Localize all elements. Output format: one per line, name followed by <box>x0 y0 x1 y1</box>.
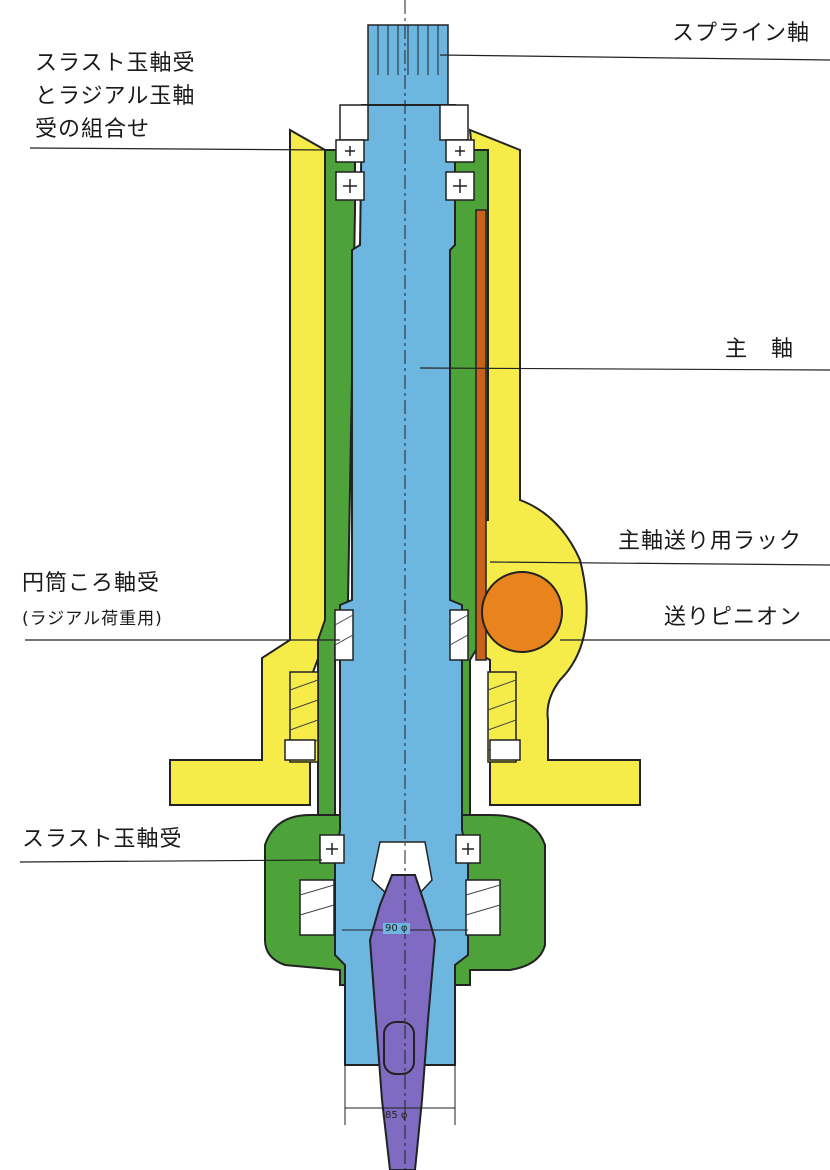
label-combo-bearing-line3: 受の組合せ <box>35 117 151 142</box>
top-bearing-cap-right <box>439 104 469 141</box>
label-spline-shaft: スプライン軸 <box>672 21 811 46</box>
label-main-spindle: 主 軸 <box>725 337 795 362</box>
spline-shaft <box>367 24 449 116</box>
dim-label-85: 85 φ <box>385 1110 408 1121</box>
label-roller-bearing: 円筒ころ軸受 <box>22 571 161 596</box>
bolt-head-right <box>489 739 521 761</box>
lower-thrust-bearing <box>299 834 501 936</box>
label-feed-rack: 主軸送り用ラック <box>618 529 803 554</box>
roller-bearing-right <box>449 609 469 661</box>
feed-rack <box>475 209 487 661</box>
roller-bearing-left <box>334 609 354 661</box>
tool-tang-slot <box>383 1021 415 1075</box>
dim-label-90: 90 φ <box>383 923 410 934</box>
label-feed-pinion: 送りピニオン <box>664 605 803 630</box>
leader-lines <box>19 54 830 863</box>
top-bearing-cap-left <box>339 104 369 141</box>
label-combo-bearing-line1: スラスト玉軸受 <box>35 51 196 76</box>
label-combo-bearing-line2: とラジアル玉軸 <box>35 84 196 109</box>
dimension-85 <box>344 1065 456 1125</box>
label-thrust-bearing: スラスト玉軸受 <box>22 827 183 852</box>
bolt-head-left <box>284 739 316 761</box>
feed-pinion <box>481 571 563 653</box>
label-roller-bearing-note: (ラジアル荷重用) <box>22 609 163 629</box>
